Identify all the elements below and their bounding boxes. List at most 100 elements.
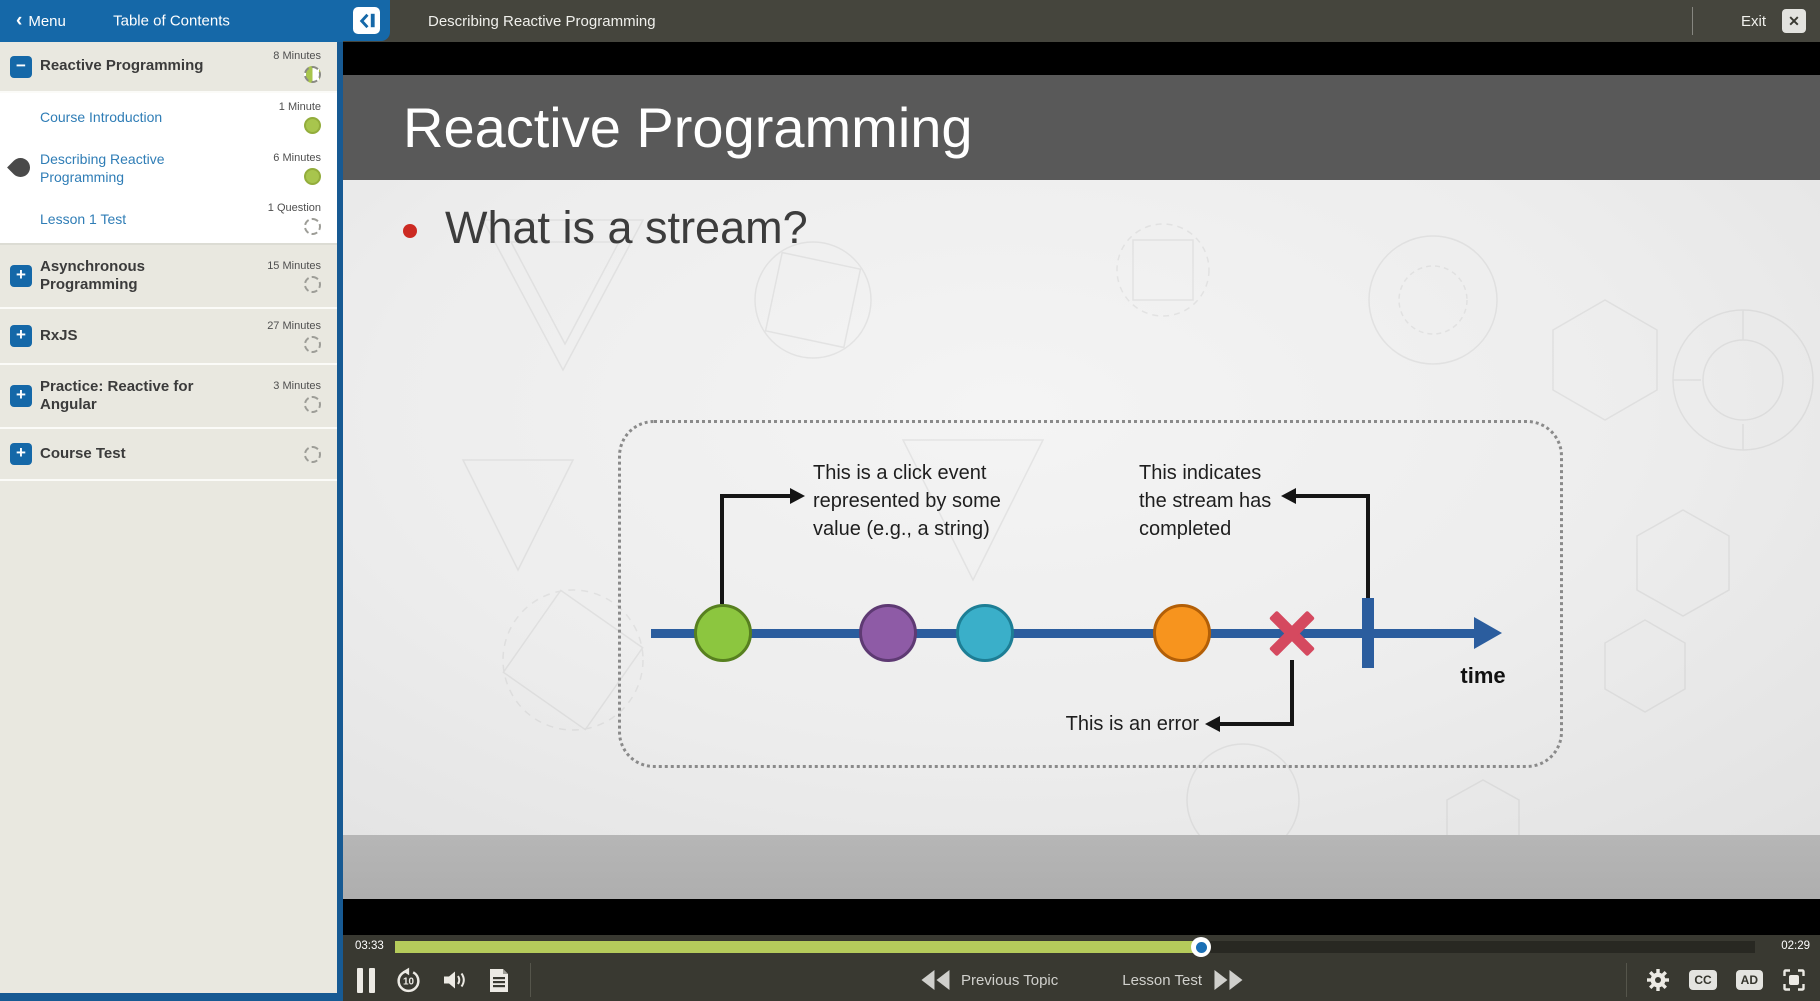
expand-section-icon[interactable]: + [10, 265, 32, 288]
progress-track[interactable] [395, 937, 1755, 957]
section-label: Practice: Reactive for Angular [40, 377, 194, 414]
slide-bullet-line: What is a stream? [403, 202, 808, 254]
annotation-arrowhead-icon [1205, 716, 1220, 732]
purple-event-circle [859, 604, 917, 662]
status-in-progress-icon [304, 66, 321, 83]
item-duration: 1 Question [267, 202, 321, 215]
slide-title: Reactive Programming [403, 96, 973, 159]
orange-event-circle [1153, 604, 1211, 662]
gear-icon [1647, 969, 1670, 991]
progress-fill [395, 941, 1202, 953]
annotation-error: This is an error [1065, 713, 1199, 735]
rewind-10-icon: 10 [397, 967, 420, 992]
toc-item-course-introduction[interactable]: Course Introduction 1 Minute [0, 93, 337, 142]
progress-row: 03:33 02:29 [343, 935, 1820, 959]
annotation-line [1295, 494, 1370, 498]
topbar-right: Exit ✕ [1691, 7, 1820, 35]
fullscreen-frame-icon [1783, 969, 1805, 991]
player-bar: 03:33 02:29 10 [343, 935, 1820, 1001]
exit-close-button[interactable]: ✕ [1782, 9, 1806, 33]
pause-button[interactable] [357, 967, 375, 993]
section-label: Reactive Programming [40, 57, 204, 75]
previous-double-arrow-icon [920, 970, 949, 990]
letterbox-top [343, 42, 1820, 75]
expand-section-icon[interactable]: + [10, 325, 32, 348]
progress-thumb[interactable] [1191, 937, 1212, 957]
previous-topic-label: Previous Topic [960, 971, 1059, 989]
annotation-line [720, 494, 724, 604]
transcript-document-icon [490, 968, 508, 992]
volume-button[interactable] [442, 968, 468, 992]
toc-section-asynchronous-programming[interactable]: + Asynchronous Programming 15 Minutes [0, 245, 337, 310]
previous-topic-button[interactable]: Previous Topic [920, 970, 1070, 990]
controls-divider [1626, 963, 1628, 997]
section-label: Asynchronous Programming [40, 257, 146, 294]
video-stage[interactable]: Reactive Programming [343, 42, 1820, 1001]
table-of-contents-panel: − Reactive Programming 8 Minutes Course … [0, 42, 343, 1001]
topbar-divider [1691, 7, 1693, 35]
settings-button[interactable] [1646, 968, 1670, 992]
error-x-icon [1265, 606, 1319, 660]
toc-header: ‹ Menu Table of Contents [0, 0, 343, 42]
status-not-started-icon [304, 218, 321, 236]
annotation-completed: This indicates the stream has completed [1139, 462, 1272, 540]
item-duration: 6 Minutes [273, 151, 321, 164]
letterbox-bottom [343, 899, 1820, 935]
toc-item-link[interactable]: Course Introduction [40, 109, 163, 126]
lesson-title: Describing Reactive Programming [428, 12, 656, 30]
annotation-arrowhead-icon [790, 488, 805, 504]
toc-section-rxjs[interactable]: + RxJS 27 Minutes [0, 309, 337, 366]
transcript-button[interactable] [488, 968, 510, 993]
elapsed-time: 03:33 [355, 940, 384, 952]
top-bar: Describing Reactive Programming Exit ✕ [343, 0, 1820, 42]
status-not-started-icon [304, 395, 321, 413]
back-chevron-icon: ‹ [16, 9, 23, 31]
green-event-circle [694, 604, 752, 662]
toc-item-lesson-1-test[interactable]: Lesson 1 Test 1 Question [0, 194, 337, 246]
annotation-click-event: This is a click event represented by som… [813, 462, 1001, 540]
stream-diagram: This is a click event represented by som… [618, 420, 1563, 768]
timeline-line [651, 629, 1476, 638]
annotation-line [1290, 660, 1294, 726]
status-completed-icon [304, 167, 321, 185]
toc-item-link[interactable]: Describing Reactive Programming [40, 151, 165, 186]
expand-section-icon[interactable]: + [10, 385, 32, 408]
section-duration: 3 Minutes [273, 379, 321, 392]
annotation-arrowhead-icon [1281, 488, 1296, 504]
time-axis-label: time [1460, 663, 1506, 688]
collapse-sidebar-button[interactable] [343, 0, 390, 41]
remaining-time: 02:29 [1781, 940, 1810, 952]
bullet-icon [403, 224, 417, 238]
annotation-line [720, 494, 792, 498]
svg-text:10: 10 [403, 976, 414, 987]
current-item-marker-icon [7, 154, 34, 182]
annotation-line [1219, 722, 1294, 726]
bullet-text: What is a stream? [445, 202, 808, 253]
audio-description-button[interactable]: AD [1735, 970, 1763, 990]
menu-button[interactable]: ‹ Menu [0, 9, 66, 31]
closed-captions-button[interactable]: CC [1689, 970, 1717, 990]
lesson-test-label: Lesson Test [1122, 971, 1203, 989]
exit-label: Exit [1740, 12, 1766, 30]
toc-section-reactive-programming[interactable]: − Reactive Programming 8 Minutes [0, 42, 337, 93]
toc-section-course-test[interactable]: + Course Test [0, 429, 337, 482]
collapse-section-icon[interactable]: − [10, 55, 32, 78]
volume-icon [444, 971, 465, 989]
timeline-arrowhead-icon [1474, 617, 1502, 649]
toc-section-practice-reactive-for-angular[interactable]: + Practice: Reactive for Angular 3 Minut… [0, 365, 337, 430]
toc-item-link[interactable]: Lesson 1 Test [40, 210, 127, 227]
section-label: RxJS [40, 327, 78, 344]
item-duration: 1 Minute [278, 101, 321, 113]
section-label: Course Test [40, 445, 126, 462]
fullscreen-button[interactable] [1782, 968, 1806, 992]
collapse-panel-icon [353, 7, 380, 34]
section-duration: 15 Minutes [267, 259, 321, 272]
completed-tick-marker [1362, 598, 1374, 668]
status-not-started-icon [304, 445, 321, 463]
rewind-10-button[interactable]: 10 [395, 967, 422, 994]
toc-item-describing-reactive-programming[interactable]: Describing Reactive Programming 6 Minute… [0, 142, 337, 195]
controls-divider [530, 963, 531, 997]
expand-section-icon[interactable]: + [10, 443, 32, 466]
next-double-arrow-icon [1214, 970, 1243, 990]
next-lesson-test-button[interactable]: Lesson Test [1110, 970, 1243, 990]
